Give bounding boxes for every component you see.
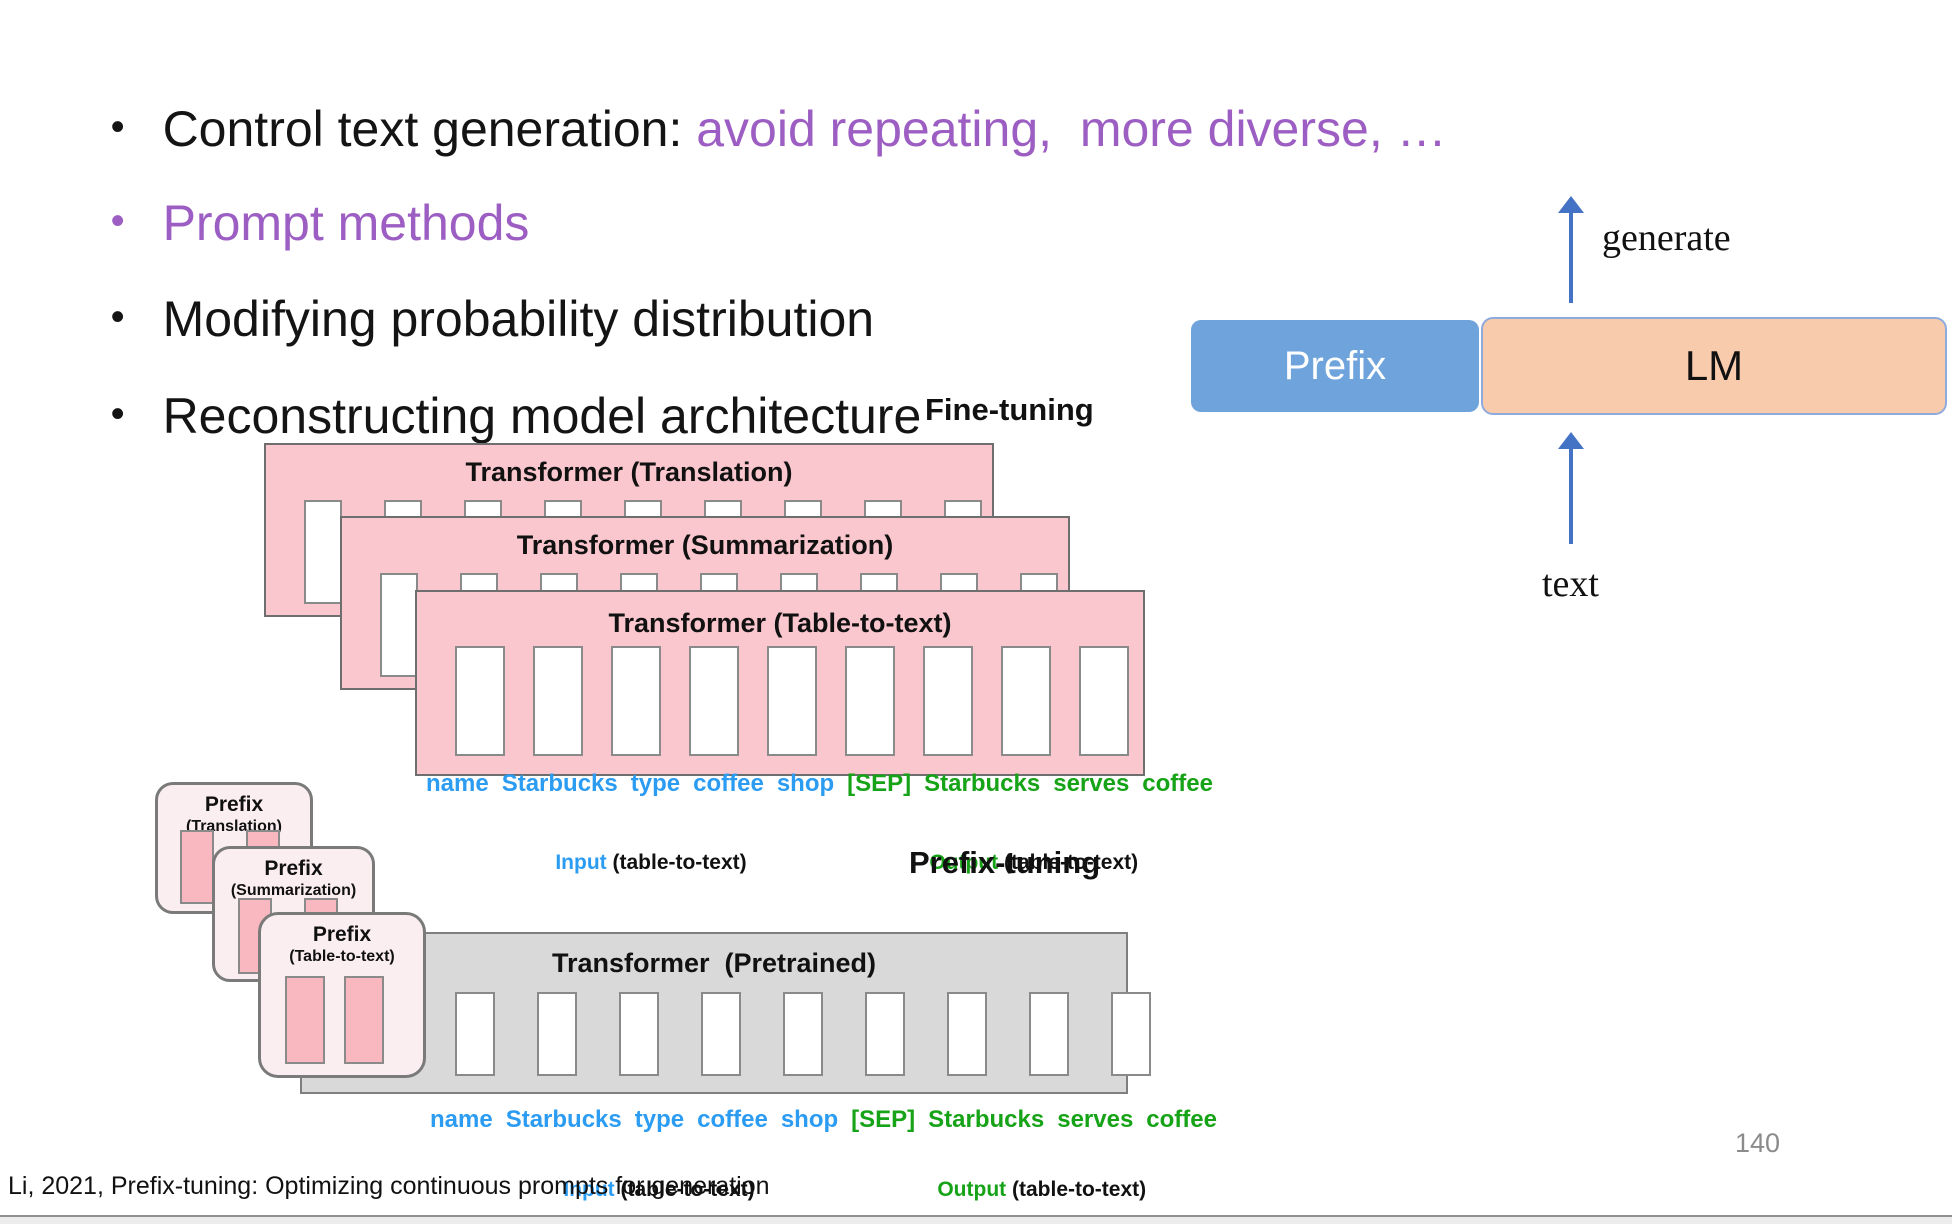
bullet-item-prompt-methods: • Prompt methods [55, 136, 530, 310]
arrow-shaft [1569, 209, 1573, 303]
citation-text: Li, 2021, Prefix-tuning: Optimizing cont… [8, 1172, 770, 1200]
generate-label: generate [1602, 217, 1731, 259]
output-suffix: (table-to-text) [1006, 1178, 1147, 1201]
bottom-scrollbar[interactable] [0, 1215, 1952, 1224]
token-name: name [426, 770, 489, 797]
bullet-text-highlight: avoid repeating, more diverse, … [696, 101, 1447, 157]
bullet-text: Modifying probability distribution [162, 291, 875, 347]
transformer-pretrained-label: Transformer (Pretrained) [551, 948, 877, 978]
bullet-dot: • [110, 295, 125, 339]
prefix-tabletotext-slots [285, 976, 384, 1064]
model-slot [701, 992, 741, 1076]
transformer-tabletotext-slots [455, 646, 1129, 756]
bullet-dot: • [110, 105, 125, 149]
token-starbucks: Starbucks [501, 770, 618, 797]
lm-block: LM [1481, 317, 1947, 415]
model-slot [689, 646, 739, 756]
bullet-text: Reconstructing model architecture [162, 388, 922, 444]
token-coffee: coffee [1142, 770, 1213, 797]
model-slot [1111, 992, 1151, 1076]
token-row-finetuning: name Starbucks type coffee shop [SEP] Starbuck… [426, 770, 1213, 798]
token-serves: serves [1053, 770, 1130, 797]
model-slot [455, 992, 495, 1076]
model-slot [1079, 646, 1129, 756]
model-slot [380, 573, 418, 677]
prefix-tabletotext-title: Prefix [312, 923, 372, 946]
output-word: Output [929, 851, 999, 874]
text-label: text [1542, 563, 1599, 605]
fine-tuning-title: Fine-tuning [925, 392, 1094, 427]
transformer-summarization-label: Transformer (Summarization) [516, 530, 894, 560]
page-number: 140 [1735, 1128, 1781, 1158]
bullet-item-control-text-generation: • Control text generation: avoid repeatin… [55, 42, 1447, 216]
bullet-text: Prompt methods [162, 195, 530, 251]
token-shop: shop [776, 770, 835, 797]
output-caption: Output (table-to-text) [906, 827, 1138, 899]
prefix-summarization-title: Prefix [264, 857, 323, 880]
model-slot [865, 992, 905, 1076]
model-slot [947, 992, 987, 1076]
token-sep: [SEP] [851, 1106, 916, 1133]
model-slot [923, 646, 973, 756]
prefix-slot [285, 976, 325, 1064]
model-slot [455, 646, 505, 756]
prefix-slot [344, 976, 384, 1064]
output-caption: Output (table-to-text) [914, 1154, 1146, 1224]
model-slot [533, 646, 583, 756]
output-word: Output [937, 1178, 1007, 1201]
input-word: Input [555, 851, 607, 874]
model-slot [619, 992, 659, 1076]
generate-arrow-icon [1558, 196, 1584, 303]
token-shop: shop [780, 1106, 839, 1133]
token-type: type [630, 770, 681, 797]
token-coffee: coffee [693, 770, 764, 797]
prefix-summarization-subtitle: (Summarization) [230, 882, 357, 899]
token-coffee: coffee [1146, 1106, 1217, 1133]
transformer-translation-label: Transformer (Translation) [465, 457, 793, 487]
token-serves: serves [1057, 1106, 1134, 1133]
token-name: name [430, 1106, 493, 1133]
model-slot [767, 646, 817, 756]
input-caption: Input (table-to-text) [540, 1154, 755, 1224]
text-input-arrow-icon [1558, 432, 1584, 544]
input-suffix: (table-to-text) [614, 1178, 755, 1201]
transformer-tabletotext-label: Transformer (Table-to-text) [608, 608, 952, 638]
token-row-prefixtuning: name Starbucks type coffee shop [SEP] Starbuck… [430, 1106, 1217, 1134]
prefix-slot [180, 830, 214, 904]
model-slot [783, 992, 823, 1076]
bullet-text: Control text generation: [162, 101, 697, 157]
token-starbucks: Starbucks [924, 770, 1041, 797]
model-slot [304, 500, 342, 604]
prefix-tabletotext-subtitle: (Table-to-text) [289, 948, 395, 965]
arrow-shaft [1569, 445, 1573, 544]
prefix-tuning-title: Prefix-tuning [909, 845, 1101, 880]
input-caption: Input (table-to-text) [532, 827, 747, 899]
token-starbucks: Starbucks [505, 1106, 622, 1133]
model-slot [537, 992, 577, 1076]
bullet-dot: • [110, 392, 125, 436]
bullet-item-modifying-probability: • Modifying probability distribution [55, 232, 874, 406]
token-coffee: coffee [697, 1106, 768, 1133]
token-sep: [SEP] [847, 770, 912, 797]
arrow-head [1558, 432, 1584, 449]
model-slot [845, 646, 895, 756]
token-starbucks: Starbucks [928, 1106, 1045, 1133]
input-suffix: (table-to-text) [606, 851, 747, 874]
bullet-dot: • [110, 199, 125, 243]
model-slot [1001, 646, 1051, 756]
model-slot [611, 646, 661, 756]
prefix-block: Prefix [1191, 320, 1479, 412]
token-type: type [634, 1106, 685, 1133]
bullet-item-reconstructing-architecture: • Reconstructing model architecture [55, 329, 922, 503]
prefix-translation-title: Prefix [204, 793, 264, 816]
transformer-pretrained-slots [455, 992, 1151, 1076]
output-suffix: (table-to-text) [998, 851, 1139, 874]
arrow-head [1558, 196, 1584, 213]
input-word: Input [563, 1178, 615, 1201]
model-slot [1029, 992, 1069, 1076]
